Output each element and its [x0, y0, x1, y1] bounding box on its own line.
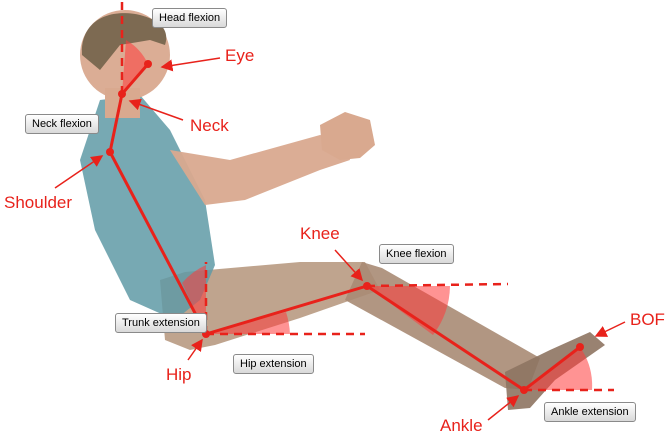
trunk-extension-box: Trunk extension	[115, 313, 207, 333]
hand-shape	[320, 112, 375, 160]
knee-flexion-box: Knee flexion	[379, 244, 454, 264]
neck-point	[118, 90, 126, 98]
hip-label: Hip	[166, 365, 192, 385]
ankle-label: Ankle	[440, 416, 483, 436]
head-flexion-box: Head flexion	[152, 8, 227, 28]
bof-label: BOF	[630, 310, 665, 330]
ankle-point	[520, 386, 528, 394]
neck-label: Neck	[190, 116, 229, 136]
eye-label: Eye	[225, 46, 254, 66]
shoulder-point	[106, 148, 114, 156]
neck-flexion-box: Neck flexion	[25, 114, 99, 134]
eye-point	[144, 60, 152, 68]
knee-point	[363, 282, 371, 290]
ankle-extension-box: Ankle extension	[544, 402, 636, 422]
knee-label: Knee	[300, 224, 340, 244]
hip-extension-box: Hip extension	[233, 354, 314, 374]
bof-point	[576, 343, 584, 351]
shoulder-label: Shoulder	[4, 193, 72, 213]
